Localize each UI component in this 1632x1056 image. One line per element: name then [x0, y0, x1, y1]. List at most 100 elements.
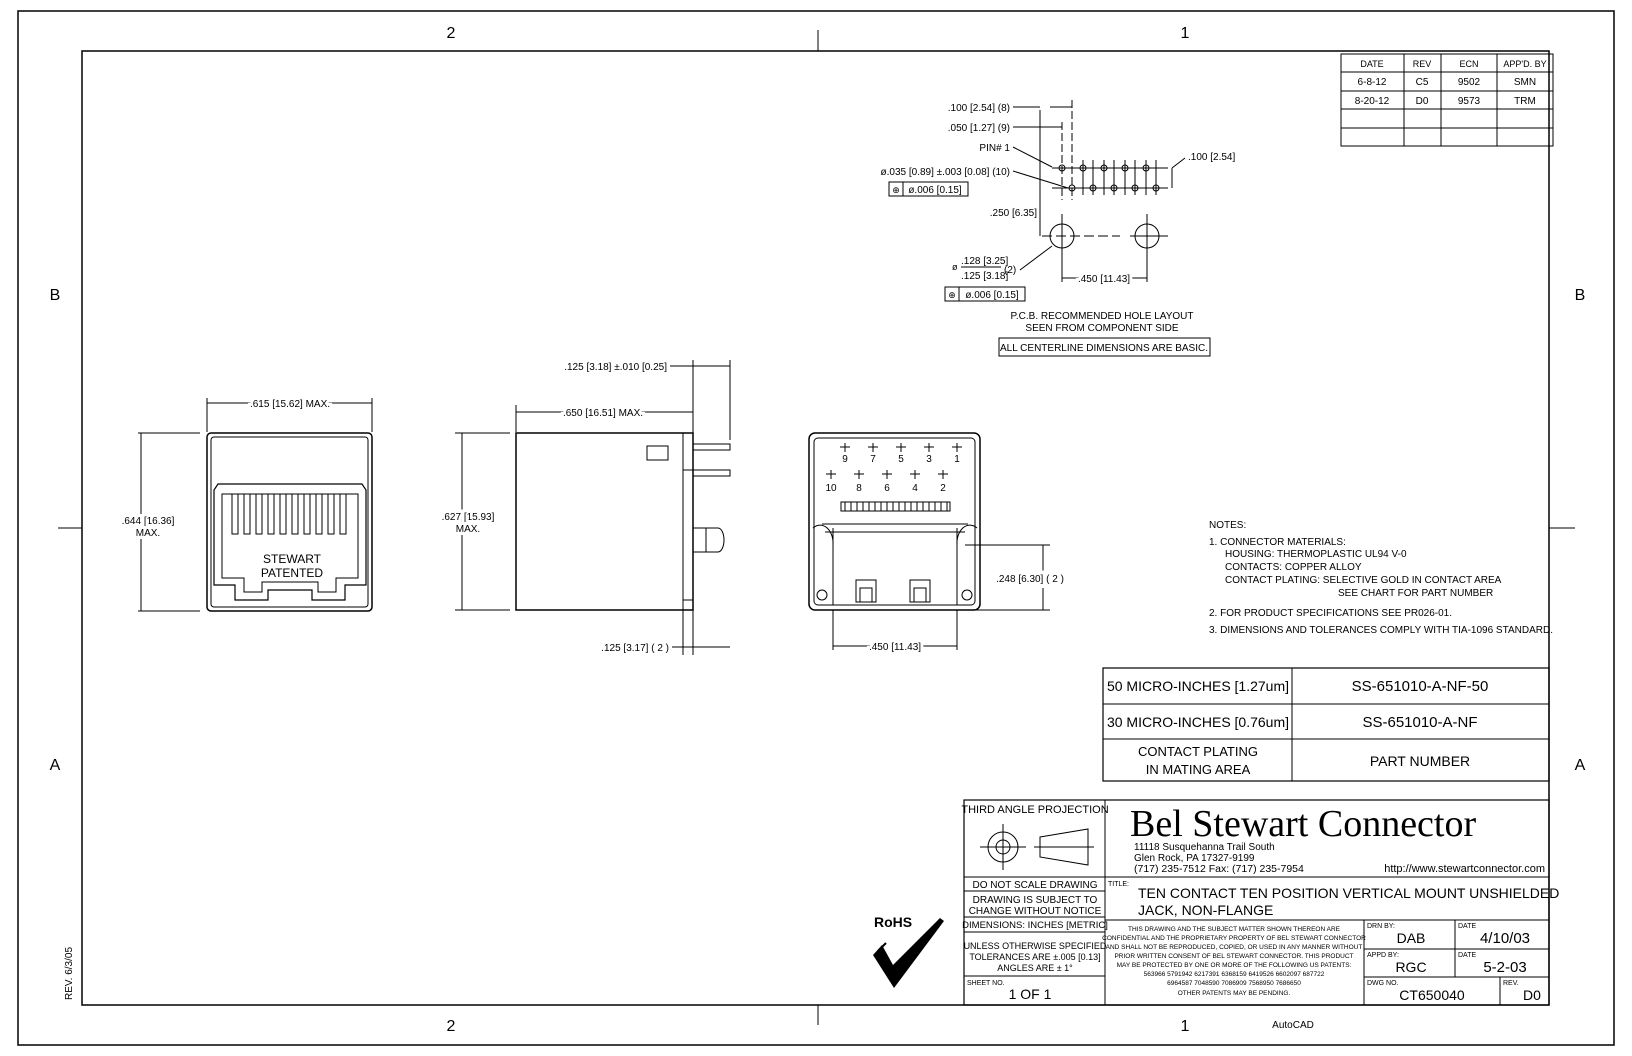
part-number-cell: SS-651010-A-NF: [1362, 714, 1477, 731]
side-view: .125 [3.18] ±.010 [0.25] .650 [16.51] MA…: [439, 360, 731, 655]
note-line: HOUSING: THERMOPLASTIC UL94 V-0: [1225, 549, 1407, 560]
outer-frame: [17, 10, 1615, 1046]
company-address: 11118 Susquehanna Trail South: [1134, 842, 1275, 853]
bottom-width: .450 [11.43]: [869, 642, 921, 653]
company-address: Glen Rock, PA 17327-9199: [1134, 853, 1255, 864]
dimensions-note: DIMENSIONS: INCHES [METRIC]: [962, 920, 1108, 931]
zone-label: 1: [1181, 1018, 1190, 1035]
pcb-dim: .100 [2.54]: [1188, 152, 1235, 163]
zone-label: A: [50, 757, 61, 774]
pcb-dim: .450 [11.43]: [1078, 274, 1130, 285]
tolerance-note: TOLERANCES ARE ±.005 [0.13]: [969, 952, 1100, 962]
basic-note: ALL CENTERLINE DIMENSIONS ARE BASIC.: [1000, 343, 1208, 354]
side-bottom-dim: .125 [3.17] ( 2 ): [601, 643, 669, 654]
no-scale-note: DO NOT SCALE DRAWING: [972, 880, 1097, 891]
note-line: 3. DIMENSIONS AND TOLERANCES COMPLY WITH…: [1209, 625, 1553, 636]
rev-label: REV.: [1503, 980, 1519, 987]
rev-cell: SMN: [1514, 77, 1536, 88]
pcb-dim: .128 [3.25]: [961, 256, 1008, 267]
pin-number: 4: [912, 483, 918, 494]
drn-label: DRN BY:: [1367, 923, 1395, 930]
pcb-dim: .100 [2.54] (8): [948, 103, 1010, 114]
pcb-caption: SEEN FROM COMPONENT SIDE: [1025, 323, 1178, 334]
legal-text: THIS DRAWING AND THE SUBJECT MATTER SHOW…: [1128, 926, 1341, 933]
pcb-dim: .050 [1.27] (9): [948, 123, 1010, 134]
date-label: DATE: [1458, 923, 1476, 930]
approved-by: RGC: [1395, 959, 1426, 975]
side-height-max: MAX.: [456, 524, 480, 535]
bottom-view: 9 7 5 3 1 10 8 6 4 2 .450 [11.43] .248 […: [808, 432, 1068, 656]
pcb-dim: .250 [6.35]: [990, 208, 1037, 219]
projection-label: THIRD ANGLE PROJECTION: [961, 804, 1108, 816]
rev-header: REV: [1413, 59, 1432, 69]
rev-cell: D0: [1416, 96, 1429, 107]
front-view: .615 [15.62] MAX. STEWART PATENTED .644 …: [119, 396, 373, 612]
pcb-caption: P.C.B. RECOMMENDED HOLE LAYOUT: [1011, 311, 1194, 322]
legal-text: 563966 5791942 6217391 6368159 6419526 6…: [1144, 971, 1325, 978]
zone-label: 2: [447, 25, 456, 42]
note-line: CONTACT PLATING: SELECTIVE GOLD IN CONTA…: [1225, 575, 1502, 586]
rev-cell: 9573: [1458, 96, 1481, 107]
notes: NOTES: 1. CONNECTOR MATERIALS: HOUSING: …: [1209, 520, 1553, 636]
revision-table: DATE REV ECN APP'D. BY 6-8-12 C5 9502 SM…: [1340, 53, 1554, 147]
autocad-label: AutoCAD: [1272, 1020, 1314, 1031]
zone-label: 2: [447, 1018, 456, 1035]
front-width: .615 [15.62] MAX.: [250, 399, 330, 410]
side-depth: .650 [16.51] MAX.: [563, 408, 643, 419]
rev-header: DATE: [1360, 59, 1383, 69]
company-phone: (717) 235-7512 Fax: (717) 235-7954: [1134, 863, 1304, 875]
rev-cell: 8-20-12: [1355, 96, 1390, 107]
drawing-title: JACK, NON-FLANGE: [1138, 902, 1273, 918]
note-line: SEE CHART FOR PART NUMBER: [1338, 588, 1493, 599]
pin-number: 10: [825, 483, 837, 494]
pcb-tol: ø.006 [0.15]: [908, 185, 962, 196]
dwg-label: DWG NO.: [1367, 980, 1399, 987]
pcb-tol: ø.006 [0.15]: [965, 290, 1019, 301]
appd-label: APPD BY:: [1367, 952, 1399, 959]
side-height: .627 [15.93]: [442, 512, 495, 523]
note-line: CONTACTS: COPPER ALLOY: [1225, 562, 1362, 573]
pin-number: 5: [898, 454, 904, 465]
revision: D0: [1523, 987, 1541, 1003]
part-number-table: 50 MICRO-INCHES [1.27um] SS-651010-A-NF-…: [1102, 667, 1550, 782]
zone-label: 1: [1181, 25, 1190, 42]
drawn-date: 4/10/03: [1480, 930, 1530, 947]
plating-header: IN MATING AREA: [1146, 762, 1251, 777]
rev-header: APP'D. BY: [1503, 59, 1546, 69]
svg-text:⊕: ⊕: [948, 290, 956, 300]
company-name: Bel Stewart Connector: [1130, 803, 1476, 845]
legal-text: PRIOR WRITTEN CONSENT OF BEL STEWART CON…: [1114, 953, 1353, 960]
pcb-pin-grid: [1039, 100, 1168, 200]
pin-number: 6: [884, 483, 890, 494]
pin-number: 9: [842, 454, 848, 465]
company-website: http://www.stewartconnector.com: [1384, 863, 1545, 875]
patented-mark: PATENTED: [261, 566, 324, 580]
legal-text: MAY BE PROTECTED BY ONE OR MORE OF THE F…: [1117, 962, 1352, 969]
plating-header: CONTACT PLATING: [1138, 744, 1258, 759]
drawn-by: DAB: [1397, 930, 1426, 946]
tolerance-note: ANGLES ARE ± 1°: [997, 963, 1073, 973]
part-number-header: PART NUMBER: [1370, 753, 1470, 769]
bottom-height: .248 [6.30] ( 2 ): [996, 574, 1064, 585]
pin-number: 8: [856, 483, 862, 494]
rev-cell: TRM: [1514, 96, 1536, 107]
svg-text:⊕: ⊕: [892, 185, 900, 195]
sheet-number: 1 OF 1: [1009, 986, 1052, 1002]
inner-frame: [81, 50, 1550, 1006]
pcb-dim: .125 [3.18]: [961, 271, 1008, 282]
zone-label: B: [1575, 287, 1586, 304]
note-line: 2. FOR PRODUCT SPECIFICATIONS SEE PR026-…: [1209, 608, 1452, 619]
rev-cell: 6-8-12: [1358, 77, 1387, 88]
pin-number: 1: [954, 454, 960, 465]
plating-cell: 50 MICRO-INCHES [1.27um]: [1107, 678, 1289, 694]
date-label: DATE: [1458, 952, 1476, 959]
projection-symbol-icon: [980, 824, 1094, 870]
zone-label: A: [1575, 757, 1586, 774]
rohs-mark: RoHS: [873, 914, 944, 988]
rohs-label: RoHS: [874, 914, 912, 930]
front-height-max: MAX.: [136, 528, 160, 539]
pcb-dim: PIN# 1: [979, 143, 1010, 154]
drawing-title: TEN CONTACT TEN POSITION VERTICAL MOUNT …: [1138, 885, 1559, 901]
title-block: THIRD ANGLE PROJECTION DO NOT SCALE DRAW…: [961, 799, 1559, 1006]
